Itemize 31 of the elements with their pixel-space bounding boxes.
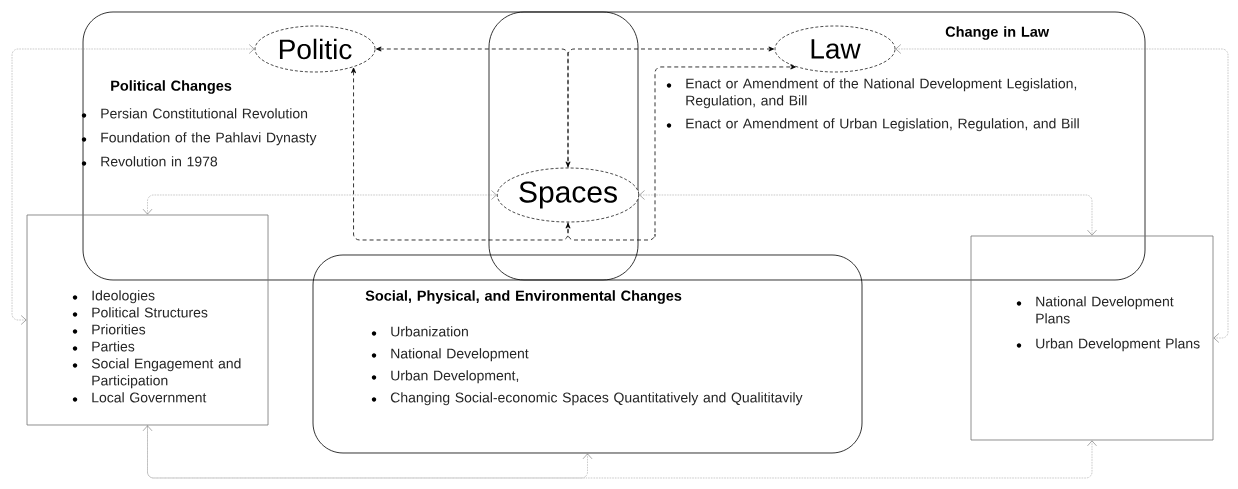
bullet-item: Foundation of the Pahlavi Dynasty — [81, 132, 317, 146]
arrow — [142, 425, 1097, 479]
bullet-item: Enact or Amendment of the National Development Legislation, Regulation, and Bill — [666, 78, 1077, 109]
arrow — [376, 46, 571, 168]
bullet-item: Urban Development, — [371, 370, 519, 384]
bullet-item: Changing Social-economic Spaces Quantitatively and Qualititavily — [371, 392, 803, 406]
bullet-item: Social Engagement and Participation — [72, 358, 241, 389]
arrow — [351, 67, 571, 241]
bullet-item: Enact or Amendment of Urban Legislation, Regulation, and Bill — [666, 118, 1079, 132]
heading: Political Changes — [111, 80, 232, 94]
arrow — [142, 190, 497, 215]
bullet-item: Urbanization — [371, 326, 468, 337]
arrow — [639, 190, 1097, 236]
rounded-box — [488, 11, 639, 281]
bullet-item: Ideologies — [72, 290, 155, 304]
bullet-item: Urban Development Plans — [1016, 338, 1200, 352]
arrow — [11, 44, 255, 325]
bullet-item: Political Structures — [72, 307, 208, 318]
bullet-item: Priorities — [72, 324, 146, 335]
arrow — [567, 64, 796, 241]
bullet-item: Persian Constitutional Revolution — [81, 108, 308, 119]
arrow — [567, 46, 775, 169]
heading: Social, Physical, and Environmental Changes — [365, 290, 682, 304]
heading: Change in Law — [945, 26, 1050, 40]
arrow — [895, 44, 1229, 343]
bullet-item: Parties — [72, 341, 135, 352]
bullet-item: Revolution in 1978 — [81, 156, 218, 167]
bullet-item: National Development — [371, 348, 529, 362]
bullet-item: Local Government — [72, 392, 207, 403]
bullet-item: National Development Plans — [1016, 296, 1174, 324]
arrow — [147, 425, 593, 479]
